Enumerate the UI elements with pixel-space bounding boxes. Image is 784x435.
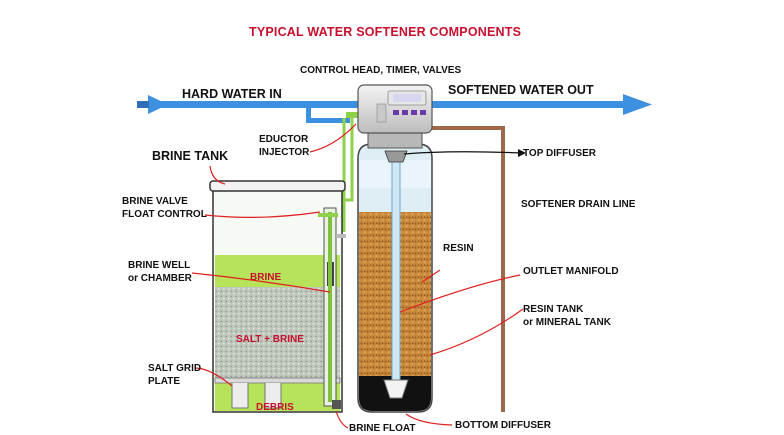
label-eductor-injector: EDUCTOR INJECTOR [259,133,309,159]
label-brine: BRINE [250,272,282,283]
eductor-line1: EDUCTOR [259,134,309,145]
label-resin-tank-mineral-tank: RESIN TANK or MINERAL TANK [523,303,611,329]
label-salt-brine: SALT + BRINE [236,334,304,345]
label-brine-well-chamber: BRINE WELL or CHAMBER [128,259,192,285]
salt-grid-line2: PLATE [148,376,181,387]
label-softened-water-out: SOFTENED WATER OUT [448,83,594,97]
label-outlet-manifold: OUTLET MANIFOLD [523,266,619,277]
resin-tank-line2: or MINERAL TANK [523,317,611,328]
label-softener-drain-line: SOFTENER DRAIN LINE [521,199,636,210]
resin-tank [357,143,433,413]
label-bottom-diffuser: BOTTOM DIFFUSER [455,420,551,431]
top-diffuser-leader [403,149,526,157]
drain-line [428,126,505,412]
diagram-title: TYPICAL WATER SOFTENER COMPONENTS [249,25,522,39]
brine-well-line2: or CHAMBER [128,273,192,284]
label-salt-grid-plate: SALT GRID PLATE [148,362,201,388]
label-hard-water-in: HARD WATER IN [182,87,282,101]
label-control-head: CONTROL HEAD, TIMER, VALVES [300,65,462,76]
eductor-line2: INJECTOR [259,147,310,158]
brine-valve-line1: BRINE VALVE [122,196,188,207]
salt-grid-line1: SALT GRID [148,363,202,374]
resin-tank-line1: RESIN TANK [523,304,584,315]
label-brine-valve-float-control: BRINE VALVE FLOAT CONTROL [122,195,207,221]
label-resin: RESIN [443,243,474,254]
leader-lines [191,123,524,429]
eductor-injector [306,108,364,123]
label-top-diffuser: TOP DIFFUSER [523,148,596,159]
brine-tank [209,180,346,413]
main-water-pipe [137,94,652,115]
label-brine-tank: BRINE TANK [152,149,229,163]
brine-valve-line2: FLOAT CONTROL [122,209,207,220]
control-head [357,84,433,149]
label-brine-float: BRINE FLOAT [349,423,416,434]
label-debris: DEBRIS [256,402,294,413]
brine-well-line1: BRINE WELL [128,260,191,271]
